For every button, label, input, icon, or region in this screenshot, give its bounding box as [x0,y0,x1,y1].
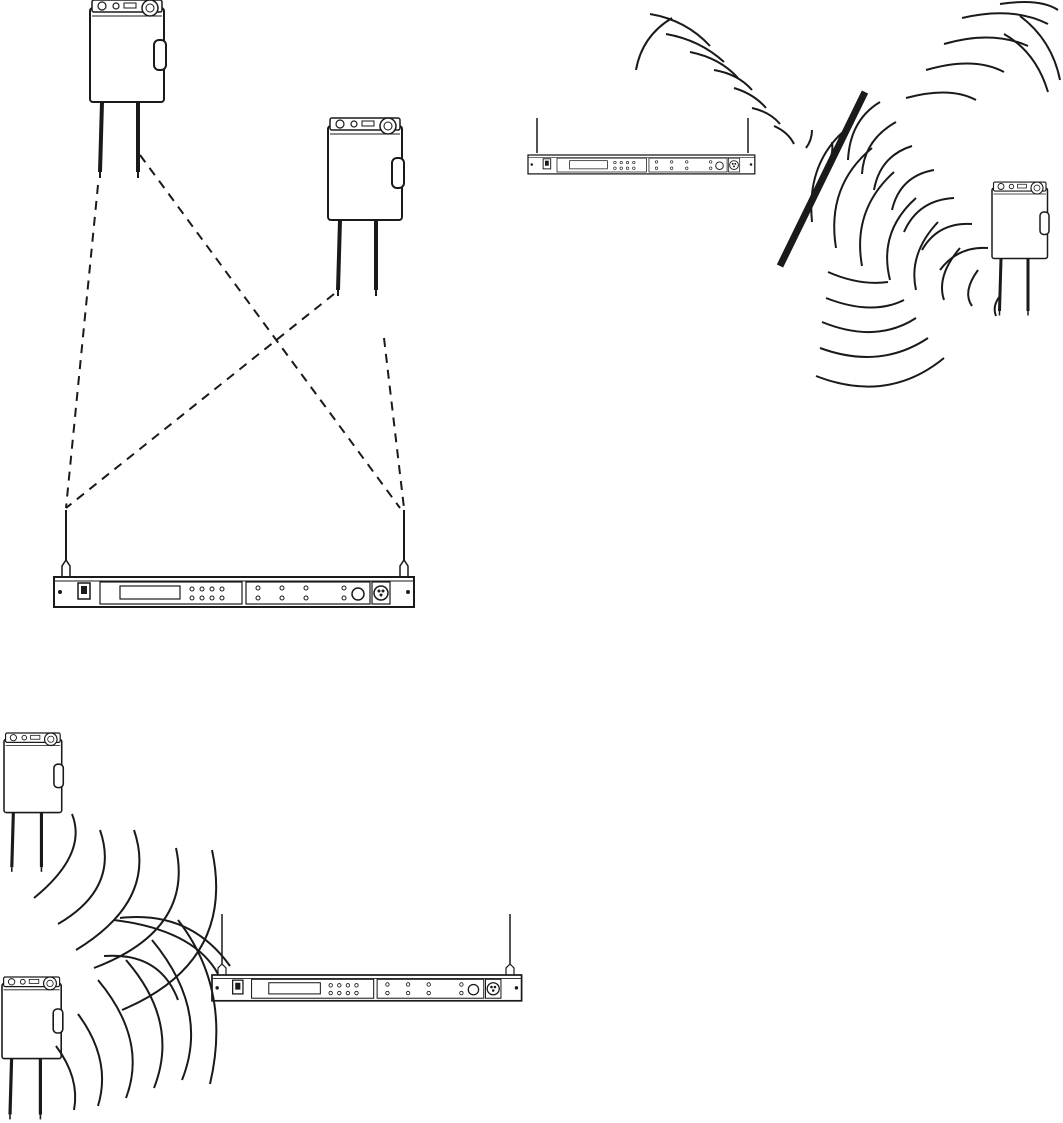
reflected-waves [636,14,832,166]
bodypack-transmitter-2 [328,118,404,296]
bodypack-transmitter-5 [2,977,63,1119]
waves-upper-transmitter [34,814,218,1010]
reflecting-surface [780,92,865,266]
bodypack-transmitter-4 [4,733,63,872]
receiver-3 [212,914,522,1001]
receiver-2 [528,118,755,174]
bodypack-transmitter-1 [90,0,166,178]
scene-multiple-transmitters [2,733,522,1119]
scene-diversity-paths [54,0,414,607]
bodypack-transmitter-3 [992,182,1049,316]
receiver-1 [54,510,414,607]
scene-reflection [528,2,1060,387]
